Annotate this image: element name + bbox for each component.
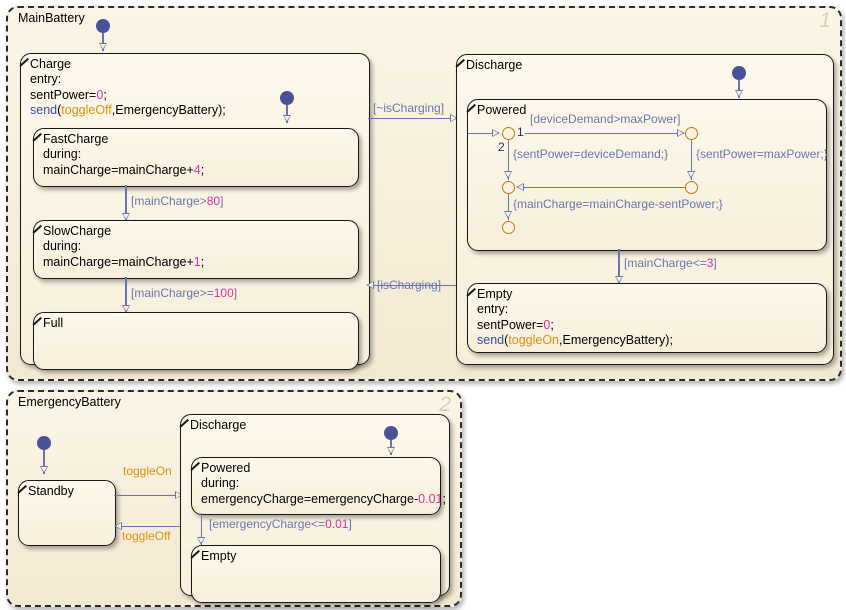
transition-line-entry-j1 bbox=[468, 132, 496, 134]
default-transition-line-standby bbox=[43, 450, 45, 474]
transition-action-j2-to-j4: {sentPower=maxPower;} bbox=[696, 147, 828, 161]
transition-line-j1-to-j3 bbox=[507, 140, 510, 180]
state-discharge-emergency-text: Discharge bbox=[190, 418, 247, 432]
transition-arrow-slow-to-full bbox=[121, 305, 130, 313]
chart-title-emergencybattery: EmergencyBattery bbox=[18, 395, 121, 409]
transition-arrow-j2-to-j4 bbox=[687, 171, 695, 179]
chart-title-mainbattery: MainBattery bbox=[18, 11, 85, 25]
default-transition-arrow-powered bbox=[734, 90, 743, 98]
transition-line-toggle-off bbox=[118, 525, 181, 527]
state-full[interactable]: Full bbox=[33, 312, 359, 370]
transition-arrow-entry-j1 bbox=[492, 128, 500, 137]
junction-2[interactable] bbox=[685, 127, 698, 140]
transition-arrow-j4-to-j3 bbox=[516, 182, 524, 191]
chart-number-emergencybattery: 2 bbox=[439, 393, 451, 416]
transition-line-j2-to-j4 bbox=[690, 140, 693, 180]
transition-arrow-j1-to-j2 bbox=[677, 128, 685, 137]
default-transition-dot-standby bbox=[37, 436, 51, 450]
transition-arrow-powered-to-empty bbox=[614, 276, 623, 284]
state-standby[interactable]: Standby bbox=[18, 480, 116, 546]
default-transition-arrow-powered-emergency bbox=[386, 447, 395, 455]
transition-line-discharge-to-charge bbox=[370, 285, 456, 287]
transition-order-1: 1 bbox=[517, 125, 524, 139]
transition-arrow-powered-to-empty-emergency bbox=[197, 537, 205, 545]
junction-1[interactable] bbox=[502, 127, 515, 140]
transition-line-j1-to-j2 bbox=[525, 132, 683, 134]
transition-line-toggle-on bbox=[114, 494, 181, 496]
state-powered-text: Powered bbox=[477, 103, 527, 117]
transition-arrow-j1-to-j3 bbox=[504, 171, 512, 179]
default-transition-dot-powered-emergency bbox=[384, 426, 398, 440]
transition-label-discharge-to-charge: [isCharging] bbox=[377, 278, 442, 292]
transition-arrow-fast-to-slow bbox=[121, 213, 130, 221]
transition-line-j4-to-j3 bbox=[520, 186, 686, 188]
transition-action-j1-to-j3: {sentPower=deviceDemand;} bbox=[513, 147, 669, 161]
transition-arrow-j3-to-j5 bbox=[504, 211, 512, 219]
transition-line-powered-to-empty-emergency bbox=[200, 513, 203, 546]
transition-label-toggle-on: toggleOn bbox=[123, 464, 172, 478]
transition-arrow-charge-to-discharge bbox=[450, 114, 458, 122]
chart-emergencybattery[interactable]: EmergencyBattery 2 Standby toggleOn togg… bbox=[6, 390, 462, 607]
transition-label-powered-to-empty: [mainCharge<=3] bbox=[624, 256, 717, 270]
transition-line-charge-to-discharge bbox=[368, 118, 456, 120]
junction-3[interactable] bbox=[502, 181, 515, 194]
junction-4[interactable] bbox=[685, 181, 698, 194]
transition-line-powered-to-empty bbox=[618, 249, 620, 285]
transition-arrow-discharge-to-charge bbox=[366, 281, 374, 289]
default-transition-arrow-standby bbox=[39, 466, 48, 474]
state-full-text: Full bbox=[43, 316, 64, 330]
transition-action-j3-to-j5: {mainCharge=mainCharge-sentPower;} bbox=[513, 197, 723, 211]
default-transition-arrow-charge bbox=[98, 43, 107, 51]
default-transition-line-powered bbox=[738, 80, 740, 98]
state-discharge[interactable]: Discharge Powered 1 [deviceDemand>maxPow… bbox=[456, 54, 834, 365]
transition-label-j1-to-j2: [deviceDemand>maxPower] bbox=[530, 112, 681, 126]
state-powered[interactable]: Powered 1 [deviceDemand>maxPower] 2 {sen… bbox=[467, 99, 828, 251]
state-empty-emergency-text: Empty bbox=[201, 549, 237, 563]
default-transition-dot-fastcharge bbox=[280, 91, 294, 105]
transition-label-powered-to-empty-emergency: [emergencyCharge<=0.01] bbox=[209, 517, 352, 531]
junction-5[interactable] bbox=[502, 221, 515, 234]
transition-line-slow-to-full bbox=[125, 277, 127, 314]
default-transition-dot-powered bbox=[732, 66, 746, 80]
transition-order-2: 2 bbox=[498, 140, 505, 154]
transition-label-slow-to-full: [mainCharge>=100] bbox=[131, 286, 238, 300]
default-transition-arrow-fastcharge bbox=[282, 115, 291, 123]
state-standby-text: Standby bbox=[28, 484, 74, 498]
transition-line-j3-to-j5 bbox=[507, 194, 510, 220]
transition-label-fast-to-slow: [mainCharge>80] bbox=[131, 194, 224, 208]
state-discharge-text: Discharge bbox=[466, 58, 523, 72]
transition-arrow-toggle-off bbox=[114, 521, 122, 530]
transition-arrow-toggle-on bbox=[175, 490, 183, 499]
state-empty-emergency[interactable]: Empty bbox=[191, 545, 441, 603]
chart-number-mainbattery: 1 bbox=[819, 9, 831, 32]
transition-label-toggle-off: toggleOff bbox=[122, 529, 171, 543]
transition-line-fast-to-slow bbox=[125, 185, 127, 222]
default-transition-dot-charge bbox=[96, 19, 110, 33]
default-transition-line-fastcharge bbox=[286, 105, 288, 123]
default-transition-line-charge bbox=[102, 33, 104, 51]
transition-label-charge-to-discharge: [~isCharging] bbox=[373, 101, 445, 115]
